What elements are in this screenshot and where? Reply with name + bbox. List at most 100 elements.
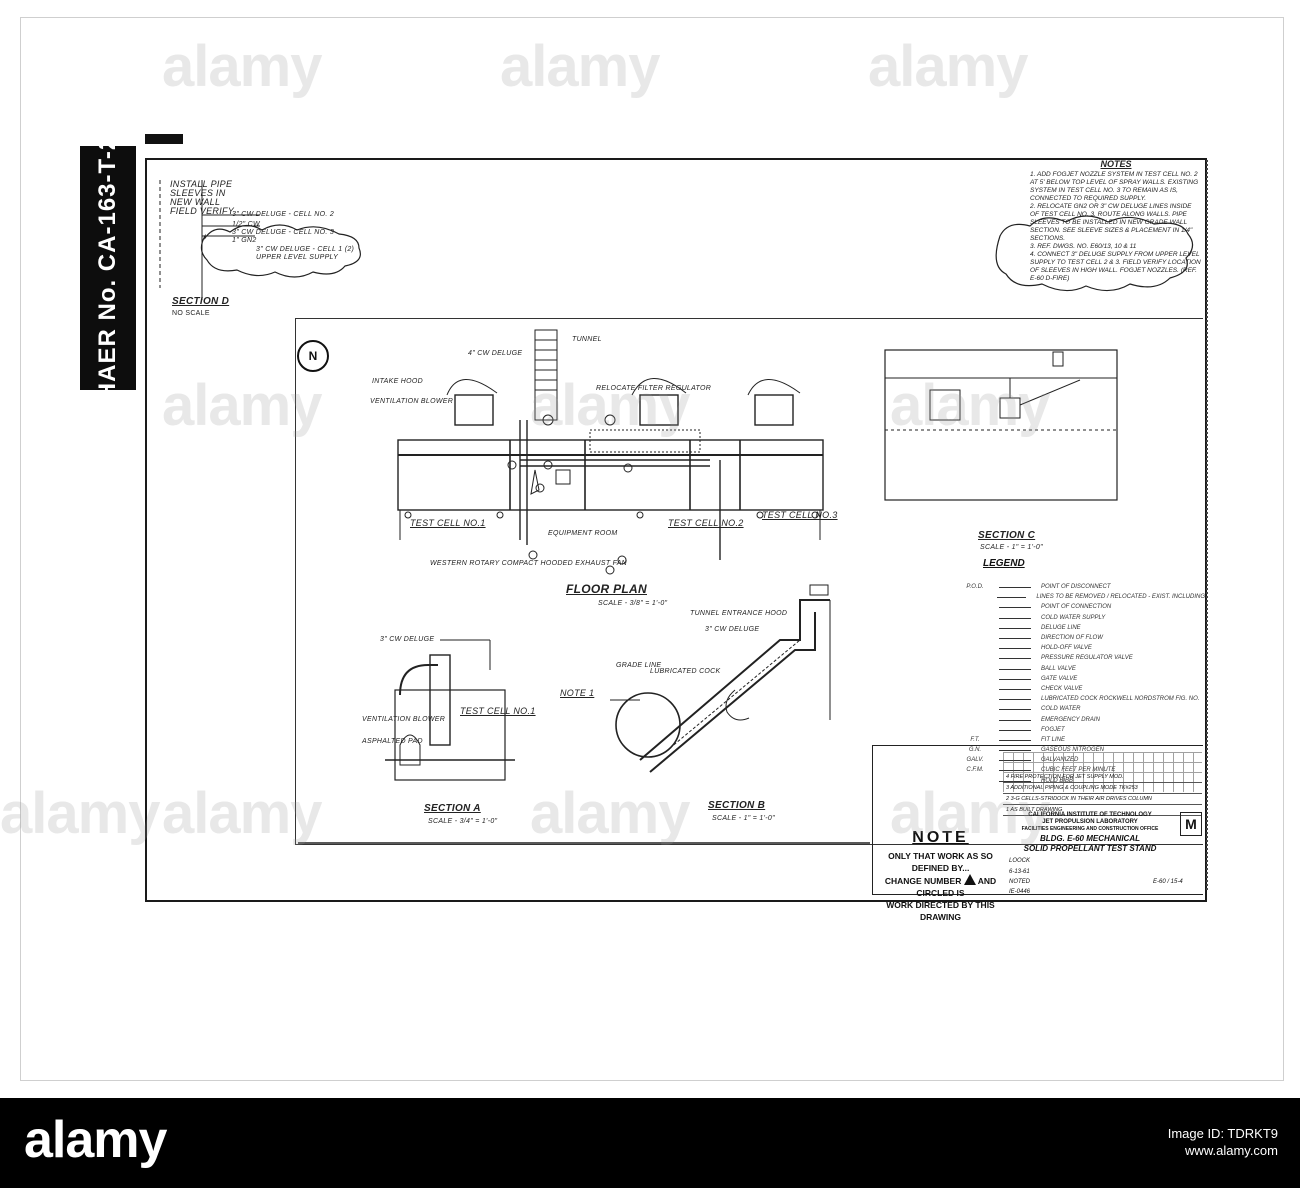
legend-row: CHECK VALVE <box>955 684 1205 694</box>
legend-row: DELUGE LINE <box>955 623 1205 633</box>
watermark: alamy <box>868 34 1028 99</box>
section-c-scale: SCALE - 1" = 1'-0" <box>980 544 1043 551</box>
section-b-label: 3" CW DELUGE <box>705 626 760 633</box>
revision-grid <box>1003 752 1202 792</box>
legend-row: DIRECTION OF FLOW <box>955 633 1205 643</box>
exhaust-fan-label: WESTERN ROTARY COMPACT HOODED EXHAUST FA… <box>430 560 628 567</box>
note-item: 2. RELOCATE GN2 OR 3" CW DELUGE LINES IN… <box>1030 203 1193 242</box>
watermark: alamy <box>162 373 322 438</box>
legend-desc: LUBRICATED COCK ROCKWELL NORDSTROM FIG. … <box>1041 696 1200 703</box>
legend-row: LUBRICATED COCK ROCKWELL NORDSTROM FIG. … <box>955 694 1205 704</box>
legend-row: LINES TO BE REMOVED / RELOCATED - EXIST.… <box>955 592 1205 602</box>
note-heading: NOTE <box>912 829 969 846</box>
legend-row: G.N. GASEOUS NITROGEN <box>955 745 1205 755</box>
floor-plan-title: FLOOR PLAN <box>566 582 647 596</box>
general-notes: NOTES 1. ADD FOGJET NOZZLE SYSTEM IN TES… <box>1030 160 1202 283</box>
north-arrow-icon: N <box>297 340 329 372</box>
section-b-detail <box>610 584 831 773</box>
sheet-border <box>20 17 1284 1081</box>
legend-desc: BALL VALVE <box>1041 665 1076 672</box>
section-a-detail <box>385 639 515 781</box>
section-b-scale: SCALE - 1" = 1'-0" <box>712 815 775 822</box>
section-d-note: 1" GN2 <box>232 237 257 244</box>
note-box: NOTE ONLY THAT WORK AS SO DEFINED BY... … <box>878 828 1003 922</box>
legend-symbol-icon <box>995 706 1035 712</box>
floor-plan-lines <box>397 329 824 575</box>
legend-row: BALL VALVE <box>955 664 1205 674</box>
legend-symbol-icon <box>995 686 1035 692</box>
test-cell-1-label: TEST CELL NO.1 <box>410 518 486 528</box>
legend-title: LEGEND <box>983 558 1025 569</box>
deluge-label: 4" CW DELUGE <box>468 350 523 357</box>
legend-row: P.O.D.POINT OF DISCONNECT <box>955 582 1205 592</box>
legend-desc: HOLD-OFF VALVE <box>1041 645 1092 652</box>
legend-symbol-icon <box>995 666 1035 672</box>
legend-abbr: F.T. <box>970 736 980 743</box>
drawing-sheet: HAER No. CA-163-T-2 N <box>0 17 1284 1081</box>
legend-symbol-icon <box>995 717 1035 723</box>
legend-symbol-icon <box>993 594 1031 600</box>
title-block-cells: LOOCK 6-13-61 NOTED E-60 / 15-4 IE-0446 <box>1009 858 1183 895</box>
legend-desc: GASEOUS NITROGEN <box>1041 747 1105 754</box>
watermark: alamy <box>0 781 160 846</box>
legend: LEGEND P.O.D.POINT OF DISCONNECT LINES TO… <box>955 558 1205 786</box>
legend-desc: COLD WATER SUPPLY <box>1041 614 1106 621</box>
section-a-label: VENTILATION BLOWER <box>362 716 446 723</box>
section-c-detail <box>884 349 1118 501</box>
legend-row: HOLD-OFF VALVE <box>955 643 1205 653</box>
intake-hood-label: INTAKE HOOD <box>372 378 424 385</box>
legend-desc: CHECK VALVE <box>1041 685 1083 692</box>
frame-tab <box>145 134 183 144</box>
stock-footer: alamy Image ID: TDRKT9 www.alamy.com <box>0 1098 1300 1188</box>
legend-symbol-icon <box>995 625 1035 631</box>
haer-label: HAER No. CA-163-T-2 <box>80 136 136 400</box>
legend-abbr: G.N. <box>968 747 982 754</box>
legend-abbr: P.O.D. <box>966 584 984 591</box>
section-a-scale: SCALE - 3/4" = 1'-0" <box>428 818 498 825</box>
section-d-note: 3" CW DELUGE - CELL NO. 3 <box>232 229 335 236</box>
revision-row: 1 AS BUILT DRAWING <box>1003 805 1202 816</box>
notes-revision-cloud <box>995 215 1194 292</box>
alamy-logo: alamy <box>24 1111 167 1169</box>
test-cell-2-label: TEST CELL NO.2 <box>668 518 744 528</box>
legend-desc: GATE VALVE <box>1041 675 1078 682</box>
note-item: 4. CONNECT 3" DELUGE SUPPLY FROM UPPER L… <box>1030 251 1201 282</box>
legend-desc: PRESSURE REGULATOR VALVE <box>1041 655 1133 662</box>
legend-row: GATE VALVE <box>955 674 1205 684</box>
section-b-label: TUNNEL ENTRANCE HOOD <box>690 610 788 617</box>
watermark: alamy <box>890 781 1050 846</box>
revision-row: 4 FIRE PROTECTION FOR JET SUPPLY MOD. <box>1003 772 1202 783</box>
legend-symbol-icon <box>995 747 1035 753</box>
note-body: ONLY THAT WORK AS SO DEFINED BY... CHANG… <box>884 851 997 922</box>
legend-desc: COLD WATER <box>1041 706 1081 713</box>
section-a-title: SECTION A <box>424 803 481 814</box>
legend-row: EMERGENCY DRAIN <box>955 714 1205 724</box>
ventilation-blower-label: VENTILATION BLOWER <box>370 398 454 405</box>
note-item: 3. REF. DWGS. NO. E60/13, 10 & 11 <box>1030 243 1137 250</box>
triangle-icon <box>963 874 976 885</box>
watermark: alamy <box>500 34 660 99</box>
note-item: 1. ADD FOGJET NOZZLE SYSTEM IN TEST CELL… <box>1030 171 1199 202</box>
sheet-letter: M <box>1180 812 1202 836</box>
legend-desc: DIRECTION OF FLOW <box>1041 635 1103 642</box>
legend-row: F.T.FIT LINE <box>955 735 1205 745</box>
mechanical-drawing <box>159 180 1194 844</box>
legend-abbr: C.F.M. <box>966 767 984 774</box>
floor-plan-scale: SCALE - 3/8" = 1'-0" <box>598 600 668 607</box>
legend-desc: LINES TO BE REMOVED / RELOCATED - EXIST.… <box>1036 594 1205 601</box>
watermark: alamy <box>162 781 322 846</box>
section-a-label: ASPHALTED PAD <box>362 738 423 745</box>
legend-symbol-icon <box>995 635 1035 641</box>
legend-desc: DELUGE LINE <box>1041 624 1081 631</box>
legend-desc: EMERGENCY DRAIN <box>1041 716 1100 723</box>
notes-title: NOTES <box>1100 159 1132 169</box>
legend-symbol-icon <box>995 737 1035 743</box>
section-b-label: LUBRICATED COCK <box>650 668 721 675</box>
section-d-note: 3" CW DELUGE - CELL NO. 2 <box>232 211 335 218</box>
legend-symbol-icon <box>995 615 1035 621</box>
section-b-label: GRADE LINE <box>616 662 662 669</box>
section-d-detail <box>159 180 361 300</box>
